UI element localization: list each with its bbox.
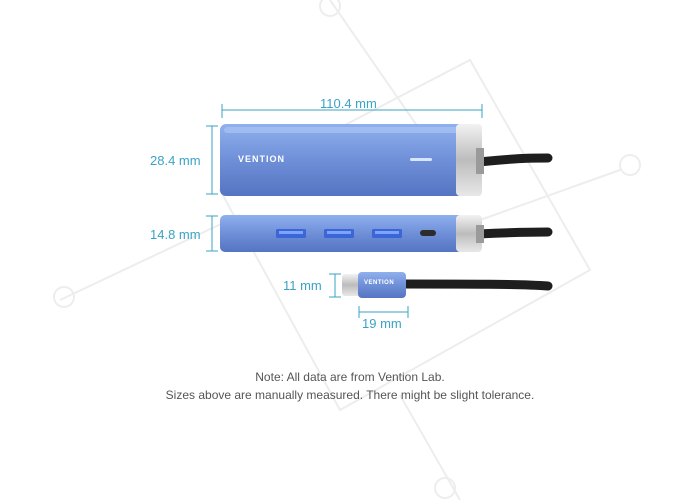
plug-thickness-label: 11 mm bbox=[283, 278, 322, 293]
plug-logo: VENTION bbox=[364, 280, 395, 286]
hub-side-view bbox=[220, 215, 553, 252]
usb-a-port bbox=[276, 229, 306, 238]
height-label: 28.4 mm bbox=[150, 153, 201, 168]
usb-c-port bbox=[420, 230, 436, 236]
note-line-2: Sizes above are manually measured. There… bbox=[165, 388, 535, 402]
watermark bbox=[53, 0, 641, 500]
dimension-lines bbox=[206, 104, 483, 318]
hub-top-view bbox=[220, 124, 553, 196]
plug-view bbox=[342, 272, 553, 298]
hub-logo: VENTION bbox=[238, 154, 286, 164]
length-label: 110.4 mm bbox=[320, 96, 377, 111]
plug-width-label: 19 mm bbox=[362, 316, 402, 331]
note-line-1: Note: All data are from Vention Lab. bbox=[255, 370, 445, 384]
thickness-label: 14.8 mm bbox=[150, 227, 201, 242]
usb-a-port bbox=[324, 229, 354, 238]
usb-a-port bbox=[372, 229, 402, 238]
